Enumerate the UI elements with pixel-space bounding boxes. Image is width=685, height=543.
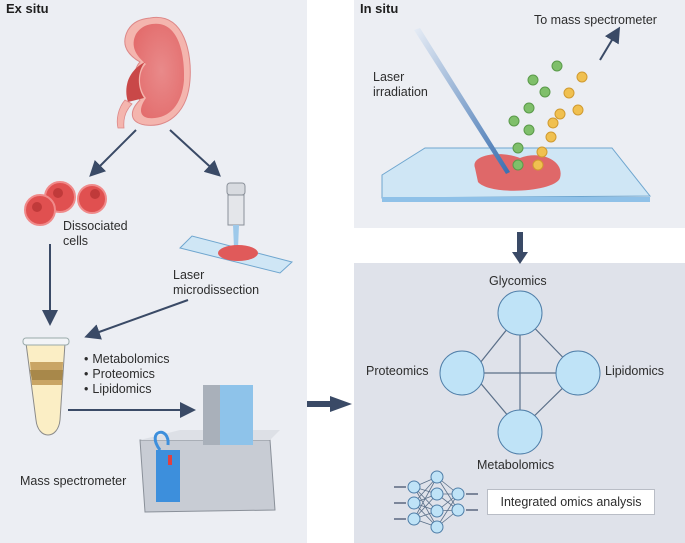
arrow-to-lmd [169, 129, 221, 177]
arrow-lmd-to-tube [84, 299, 189, 340]
ionized-particles [508, 60, 588, 171]
lipidomics-label: Lipidomics [605, 364, 665, 378]
yellow-particle [572, 104, 584, 116]
kidney-icon [116, 17, 191, 129]
omics-list-item: Lipidomics [84, 382, 170, 397]
omics-list-item: Metabolomics [84, 352, 169, 367]
green-particle [512, 159, 524, 171]
green-particle [512, 142, 524, 154]
integrated-analysis-box: Integrated omics analysis [487, 489, 655, 515]
in-situ-title: In situ [360, 1, 399, 16]
green-particle [527, 74, 539, 86]
nn-node [451, 503, 465, 517]
glycomics-label: Glycomics [489, 274, 547, 288]
green-particle [523, 124, 535, 136]
node-metabolomics [497, 409, 543, 455]
in-situ-slide-icon [381, 147, 652, 202]
nn-node [407, 480, 421, 494]
omics-list: Metabolomics Proteomics Lipidomics [84, 352, 170, 397]
arrow-to-ms [599, 26, 621, 61]
nn-node [407, 496, 421, 510]
mass-spectrometer-label: Mass spectrometer [20, 474, 127, 488]
laser-label-1: Laser [373, 70, 405, 84]
nn-node [430, 504, 444, 518]
green-particle [523, 102, 535, 114]
green-particle [508, 115, 520, 127]
arrow-to-cells [89, 129, 137, 177]
neural-network-icon [394, 470, 478, 534]
dissociated-label-1: Dissociated [63, 219, 128, 233]
ex-situ-title: Ex situ [6, 1, 49, 16]
yellow-particle [563, 87, 575, 99]
dissociated-label-2: cells [63, 234, 89, 248]
nn-node [430, 520, 444, 534]
mass-spectrometer-icon [139, 385, 280, 513]
to-ms-label: To mass spectrometer [534, 13, 657, 27]
sample-tube-icon [22, 337, 70, 436]
node-glycomics [497, 290, 543, 336]
lmd-label-2: microdissection [173, 283, 260, 297]
nn-node [451, 487, 465, 501]
proteomics-label: Proteomics [366, 364, 429, 378]
nn-node [430, 487, 444, 501]
yellow-particle [554, 108, 566, 120]
nn-node [407, 512, 421, 526]
nn-node [430, 470, 444, 484]
laser-microdissection-icon [179, 182, 294, 274]
green-particle [551, 60, 563, 72]
dissociated-cells-icon [24, 181, 107, 226]
yellow-particle [545, 131, 557, 143]
green-particle [539, 86, 551, 98]
metabolomics-label: Metabolomics [477, 458, 555, 472]
laser-label-2: irradiation [373, 85, 428, 99]
lmd-label-1: Laser [173, 268, 205, 282]
node-proteomics [439, 350, 485, 396]
laser-beam-icon [414, 28, 510, 174]
yellow-particle [576, 71, 588, 83]
omics-network [439, 290, 601, 455]
yellow-particle [536, 146, 548, 158]
yellow-particle [532, 159, 544, 171]
omics-list-item: Proteomics [84, 367, 170, 382]
yellow-particle [547, 117, 559, 129]
node-lipidomics [555, 350, 601, 396]
